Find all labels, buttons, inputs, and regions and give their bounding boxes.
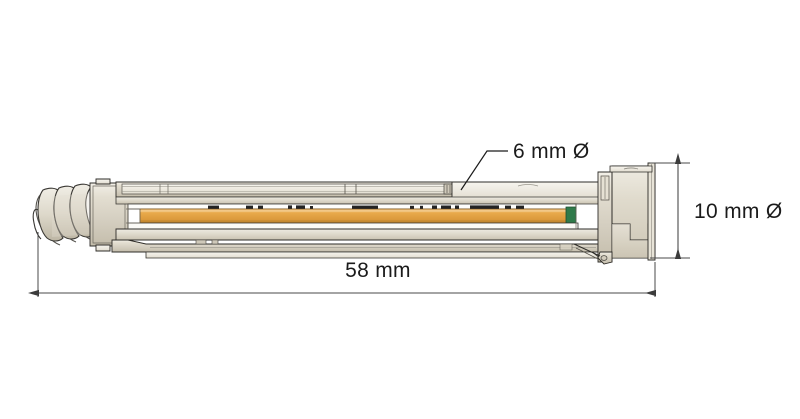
dimension-label-10mm: 10 mm Ø: [694, 200, 782, 223]
dimension-header-diameter: 10 mm Ø: [650, 153, 782, 259]
main-body-tube: [111, 181, 605, 259]
leader-line-6mm: [460, 150, 508, 191]
helical-fixation-screw: [32, 183, 96, 246]
dimension-label-6mm: 6 mm Ø: [513, 140, 589, 163]
dimension-body-diameter: 6 mm Ø: [460, 140, 589, 191]
dimension-overall-length: 58 mm: [28, 232, 656, 297]
end-cap-header: [573, 162, 656, 265]
device-assembly: [32, 162, 656, 265]
dimension-label-58mm: 58 mm: [345, 259, 411, 282]
pcb-green-connector: [565, 206, 577, 224]
